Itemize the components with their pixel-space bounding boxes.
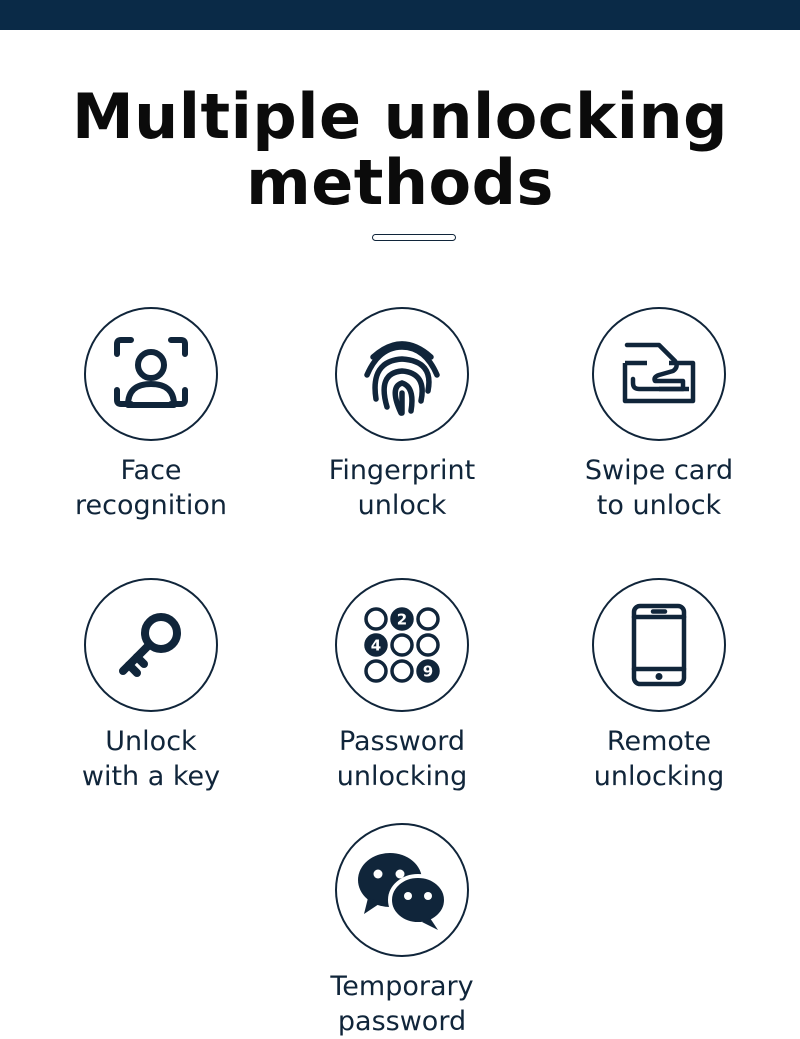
label-line-1: Face	[120, 455, 182, 486]
keypad-digit: 9	[423, 663, 433, 681]
phone-icon-circle	[592, 578, 726, 712]
key-icon	[119, 613, 181, 677]
feature-label: Swipe card to unlock	[544, 453, 774, 523]
key-icon-circle	[84, 578, 218, 712]
card-icon-circle	[592, 307, 726, 441]
label-line-1: Password	[338, 726, 466, 757]
page-title: Multiple unlocking methods	[0, 84, 800, 216]
feature-label: Password unlocking	[287, 724, 517, 794]
fingerprint-icon	[364, 341, 440, 416]
top-bar	[0, 0, 800, 30]
keypad-digit: 4	[371, 637, 381, 655]
smartphone-icon	[631, 603, 687, 687]
keypad-icon: 2 4 9	[364, 607, 440, 683]
feature-label: Face recognition	[36, 453, 266, 523]
label-line-2: unlocking	[336, 761, 468, 792]
face-scan-icon	[114, 337, 188, 408]
label-line-2: password	[337, 1006, 467, 1037]
label-line-1: Swipe card	[584, 455, 734, 486]
label-line-2: with a key	[81, 761, 221, 792]
keypad-digit: 2	[397, 611, 407, 629]
label-line-2: recognition	[75, 490, 227, 521]
face-icon-circle	[84, 307, 218, 441]
feature-label: Unlock with a key	[36, 724, 266, 794]
label-line-2: to unlock	[596, 490, 722, 521]
label-line-1: Remote	[606, 726, 712, 757]
feature-label: Remote unlocking	[544, 724, 774, 794]
label-line-2: unlocking	[593, 761, 725, 792]
feature-label: Fingerprint unlock	[287, 453, 517, 523]
chat-bubbles-icon	[358, 853, 448, 930]
label-line-2: unlock	[357, 490, 447, 521]
chat-icon-circle	[335, 823, 469, 957]
label-line-1: Unlock	[105, 726, 197, 757]
title-line-1: Multiple unlocking	[71, 80, 729, 153]
title-divider	[372, 234, 456, 241]
keypad-icon-circle: 2 4 9	[335, 578, 469, 712]
title-line-2: methods	[246, 146, 554, 219]
label-line-1: Fingerprint	[328, 455, 476, 486]
fingerprint-icon-circle	[335, 307, 469, 441]
feature-label: Temporary password	[287, 969, 517, 1039]
card-swipe-icon	[622, 342, 696, 404]
label-line-1: Temporary	[330, 971, 474, 1002]
